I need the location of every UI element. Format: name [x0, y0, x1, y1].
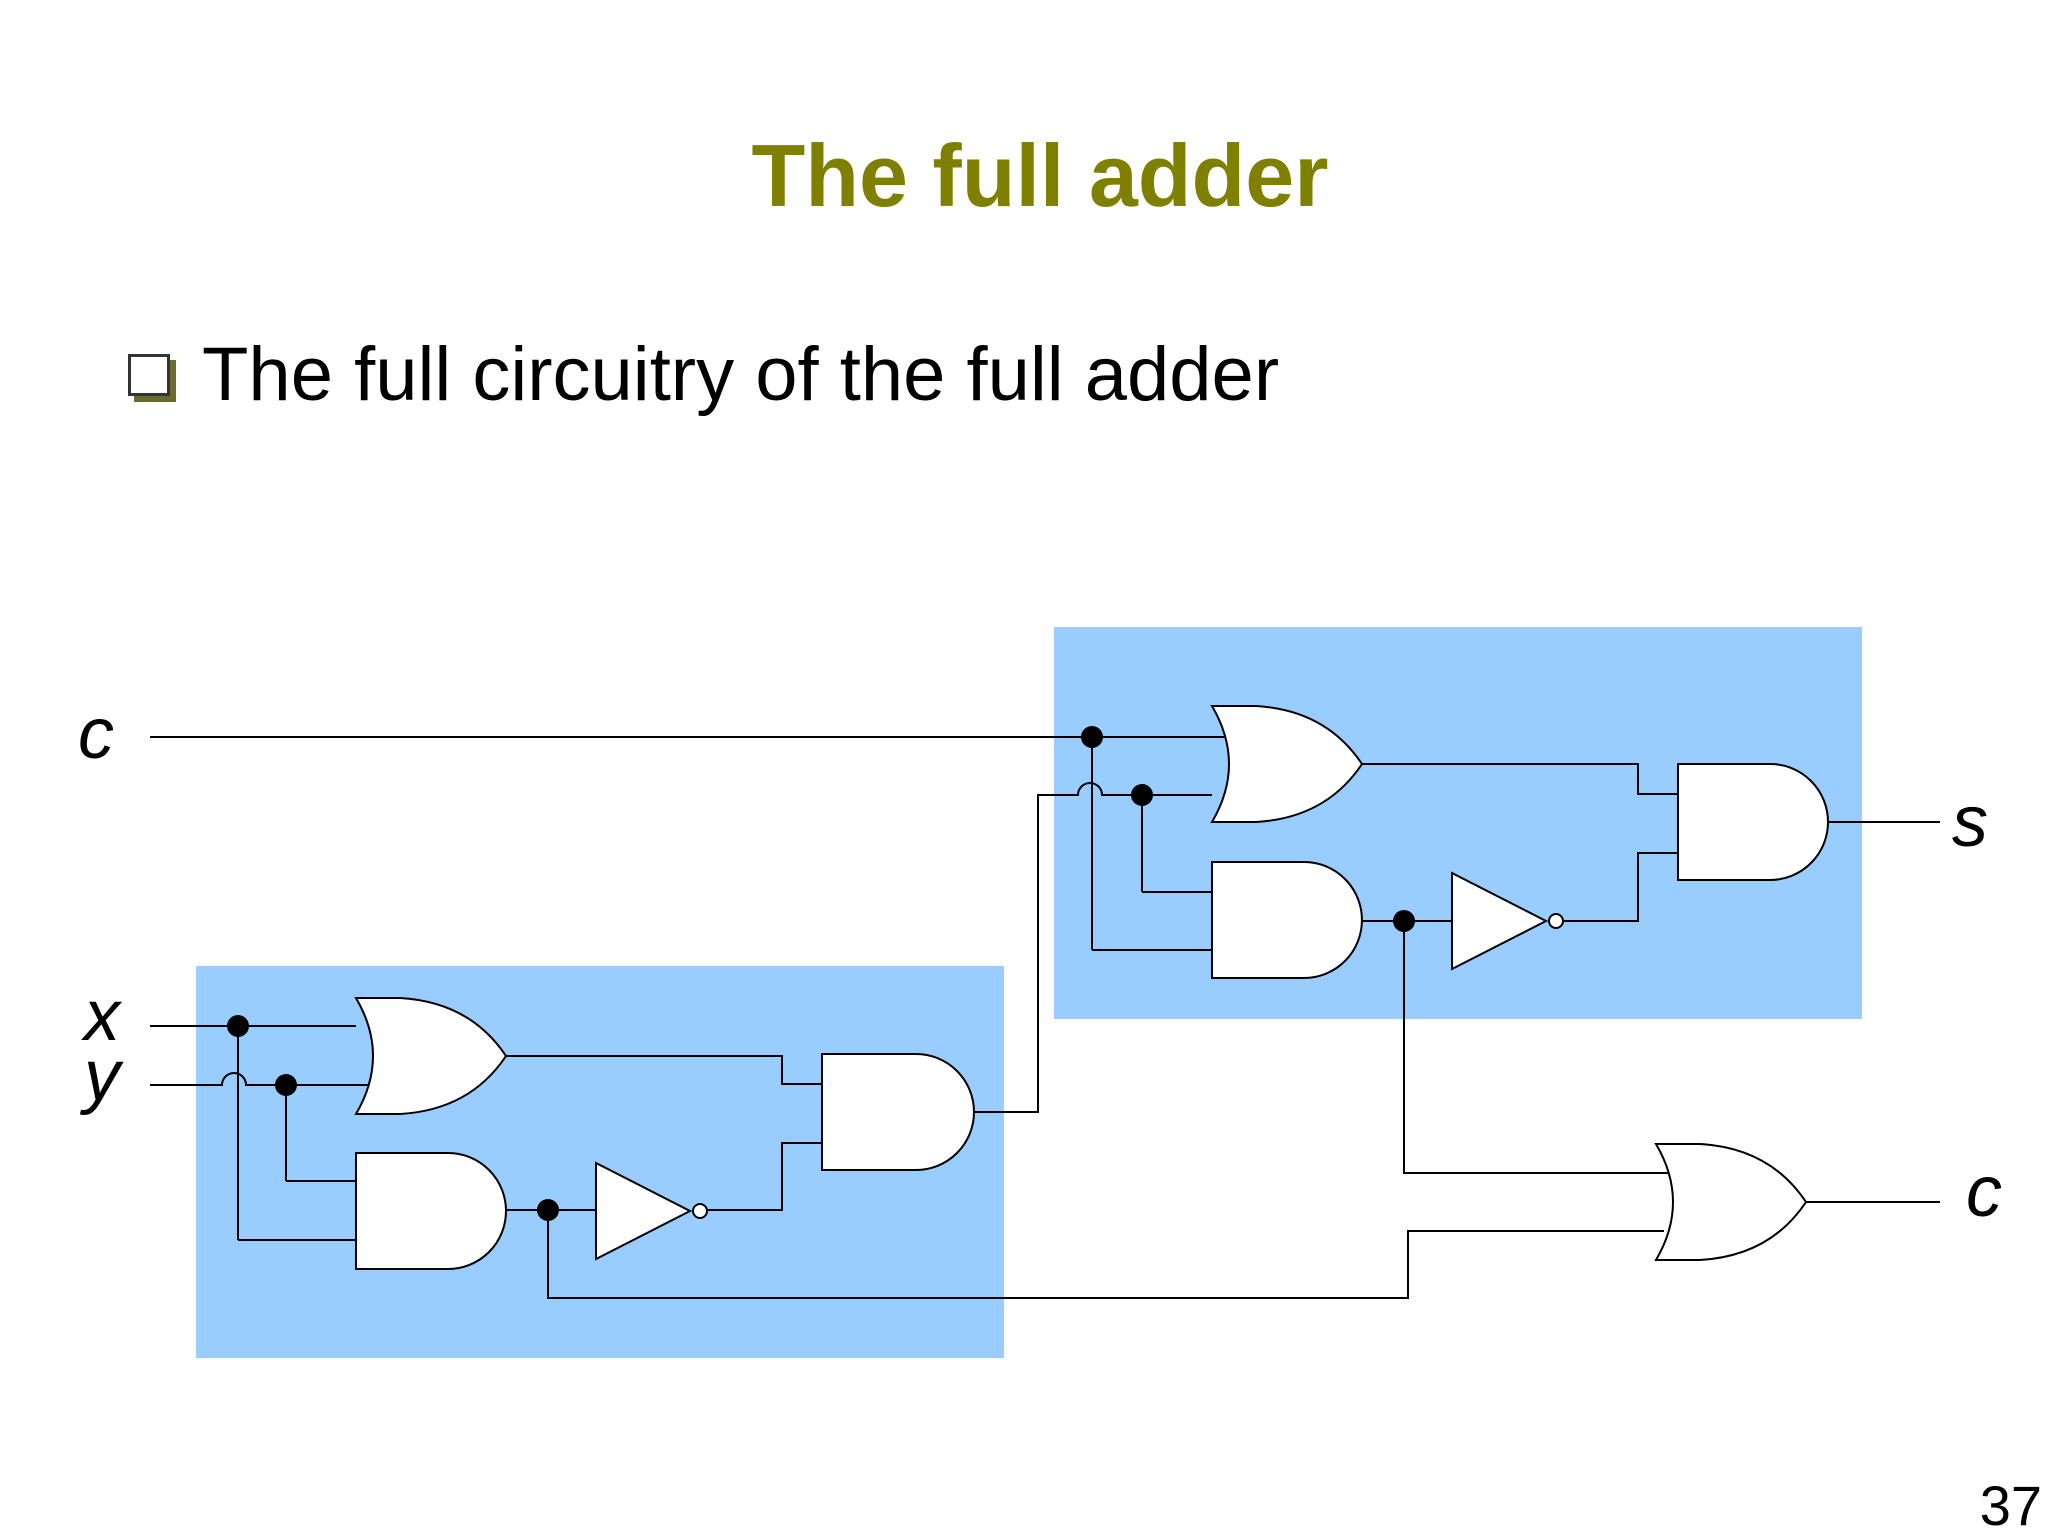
or-gate-carry — [1654, 1143, 1808, 1261]
or-gate-1 — [354, 997, 508, 1115]
and-gate-out-1 — [821, 1053, 975, 1171]
and-gate-2 — [1211, 861, 1363, 979]
wires — [150, 736, 1940, 1299]
bullet-item: The full circuitry of the full adder — [128, 330, 1279, 420]
and-gate-out-2 — [1677, 763, 1829, 881]
slide-title: The full adder — [751, 126, 1329, 225]
or-gate-2 — [1210, 705, 1364, 823]
and-gate-1 — [355, 1152, 507, 1270]
input-c-label: c — [78, 694, 114, 774]
output-s-label: s — [1952, 782, 1988, 862]
not-gate-1 — [595, 1161, 693, 1261]
junction-dots — [227, 726, 1415, 1221]
input-y-label: y — [79, 1036, 124, 1116]
output-c-label: c — [1966, 1152, 2002, 1232]
page-number: 37 — [1979, 1474, 2042, 1537]
input-x-label: x — [81, 976, 123, 1056]
not-gate-2 — [1451, 871, 1549, 971]
bullet-text: The full circuitry of the full adder — [202, 332, 1280, 417]
checkbox-bullet-icon — [128, 354, 170, 396]
gates — [354, 705, 1829, 1270]
